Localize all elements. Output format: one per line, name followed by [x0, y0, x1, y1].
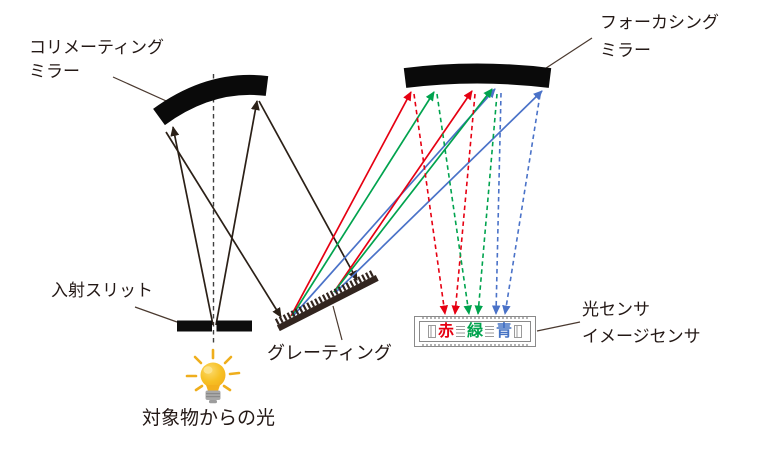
ray-slit-to-mirror-right — [215, 100, 260, 326]
sensor-pad-dots-top — [422, 317, 528, 319]
slit-bar-left — [177, 320, 212, 332]
red-ray-2 — [333, 90, 473, 293]
red-focused-ray-1 — [413, 93, 449, 315]
sensor-red-label: 赤 — [437, 322, 454, 340]
sensor-green-label: 緑 — [466, 322, 483, 340]
sensor-die: 赤 緑 青 — [419, 321, 531, 342]
green-ray-1 — [291, 91, 435, 317]
entrance-slit — [177, 320, 252, 332]
grating-teeth — [274, 269, 375, 325]
focusing-mirror-leader — [539, 37, 593, 73]
entrance-slit-leader — [134, 306, 178, 323]
red-ray-1 — [290, 91, 412, 317]
green-focused-ray-1 — [436, 93, 472, 315]
red-focused-ray-2 — [451, 93, 476, 315]
focusing-mirror — [403, 63, 552, 88]
sensor-separator-icon — [455, 326, 465, 337]
light-bulb-icon — [185, 348, 241, 404]
grating-leader — [332, 305, 343, 341]
collimating-mirror-label: コリメーティング ミラー — [29, 38, 164, 81]
bulb-neck — [206, 385, 220, 391]
image-sensor-chip: 赤 緑 青 — [414, 316, 536, 347]
blue-ray-2 — [334, 90, 543, 294]
white-light-rays — [165, 100, 358, 326]
sensor-blue-label: 青 — [496, 322, 513, 340]
bulb-highlight — [203, 366, 213, 374]
light-source-label: 対象物からの光 — [142, 408, 276, 429]
sensor-label: 光センサ イメージセンサ — [582, 300, 701, 346]
dispersed-solid-rays — [290, 88, 543, 317]
sensor-end-pattern-icon — [514, 325, 523, 338]
grating-bar — [276, 274, 379, 332]
label-leader-lines — [112, 37, 593, 341]
bulb-base — [205, 390, 221, 400]
bulb-glass — [200, 362, 226, 388]
sensor-separator-icon — [485, 326, 494, 337]
ray-mirror-to-grating-1 — [165, 131, 282, 318]
green-ray-2 — [333, 88, 493, 293]
sensor-end-pattern-icon — [427, 325, 436, 338]
ray-mirror-to-grating-2 — [258, 100, 358, 281]
blue-ray-1 — [292, 88, 496, 317]
focused-dashed-rays — [413, 92, 541, 315]
entrance-slit-label: 入射スリット — [51, 281, 153, 300]
sensor-leader — [536, 321, 581, 332]
ray-slit-to-mirror-left — [170, 126, 214, 326]
diffraction-grating — [274, 269, 379, 332]
bulb-tip — [209, 400, 217, 404]
green-focused-ray-2 — [474, 93, 498, 315]
focusing-mirror-label: フォーカシング ミラー — [600, 13, 719, 60]
grating-label: グレーティング — [267, 343, 392, 363]
slit-bar-right — [216, 320, 252, 332]
sensor-pad-dots-bottom — [422, 344, 528, 346]
blue-focused-ray-1 — [491, 92, 502, 315]
bulb-rays — [185, 348, 241, 392]
blue-focused-ray-2 — [502, 94, 541, 315]
collimating-mirror — [153, 74, 269, 126]
